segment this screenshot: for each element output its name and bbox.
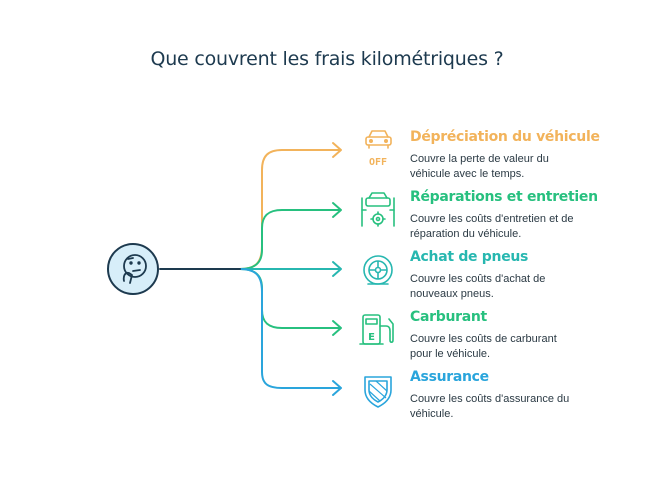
item-title: Carburant (410, 309, 487, 325)
item-description-line: Couvre les coûts d'assurance du (410, 393, 570, 405)
arrowhead (332, 202, 342, 218)
item-description: Couvre les coûts d'achat de nouveaux pne… (410, 272, 646, 302)
item-description-line: Couvre les coûts d'achat de (410, 273, 546, 285)
item-description-line: réparation du véhicule. (410, 228, 522, 240)
arrowhead (332, 261, 342, 277)
arrowhead (332, 320, 342, 336)
item-repairs: Réparations et entretien Couvre les coût… (410, 189, 646, 242)
item-title: Assurance (410, 369, 489, 385)
arrowhead (332, 142, 342, 158)
item-description-line: véhicule avec le temps. (410, 168, 525, 180)
tire-icon (363, 255, 393, 285)
item-title: Dépréciation du véhicule (410, 129, 600, 145)
car-lift-gear-icon (361, 192, 395, 227)
item-tires: Achat de pneus Couvre les coûts d'achat … (410, 249, 646, 302)
item-description-line: nouveaux pneus. (410, 288, 494, 300)
item-description-line: Couvre la perte de valeur du (410, 153, 549, 165)
arrowhead (332, 380, 342, 396)
thinking-face-icon (122, 254, 147, 284)
item-fuel: Carburant Couvre les coûts de carburant … (410, 309, 646, 362)
connector-fuel (239, 268, 341, 329)
car-off-icon: OFF (365, 130, 392, 168)
item-insurance: Assurance Couvre les coûts d'assurance d… (410, 369, 646, 422)
item-description-line: pour le véhicule. (410, 348, 491, 360)
page-title: Que couvrent les frais kilométriques ? (150, 48, 504, 70)
item-title: Réparations et entretien (410, 189, 598, 205)
item-description: Couvre les coûts de carburant pour le vé… (410, 332, 646, 362)
connector-insurance (239, 268, 341, 389)
item-description-line: Couvre les coûts d'entretien et de (410, 213, 574, 225)
fuel-pump-icon: E (359, 314, 394, 345)
item-description: Couvre la perte de valeur du véhicule av… (410, 152, 646, 182)
item-title: Achat de pneus (410, 249, 529, 265)
item-description: Couvre les coûts d'entretien et de répar… (410, 212, 646, 242)
fuel-pump-icon-text: E (368, 332, 375, 343)
shield-icon (364, 376, 392, 408)
item-description-line: Couvre les coûts de carburant (410, 333, 557, 345)
item-depreciation: Dépréciation du véhicule Couvre la perte… (410, 129, 646, 182)
item-description: Couvre les coûts d'assurance du véhicule… (410, 392, 646, 422)
center-node (107, 243, 159, 295)
connector-repairs (239, 209, 341, 270)
car-off-icon-text: OFF (369, 157, 387, 168)
item-description-line: véhicule. (410, 408, 454, 420)
